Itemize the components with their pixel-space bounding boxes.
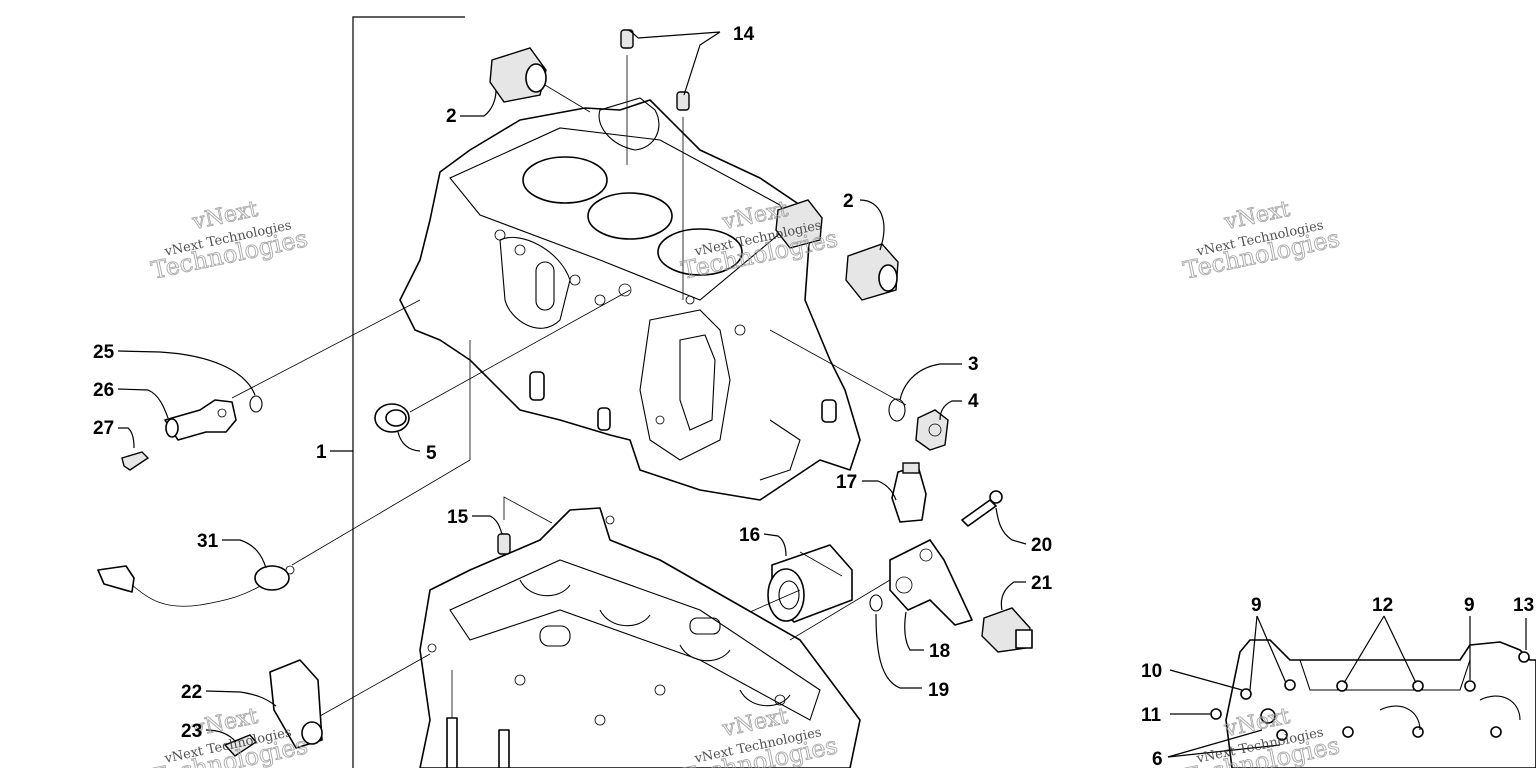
callout-c1: 1	[316, 442, 327, 463]
rubber-mount-right	[775, 199, 899, 301]
callout-c12: 12	[1372, 595, 1393, 616]
temperature-sensor	[981, 607, 1033, 653]
oil-fitting	[121, 395, 263, 471]
o-ring-upper	[888, 398, 906, 422]
callout-c27: 27	[93, 418, 114, 439]
callout-c20: 20	[1031, 535, 1052, 556]
adapter-bolt	[961, 490, 1003, 527]
callout-c9a: 9	[1251, 595, 1262, 616]
pressure-switch	[891, 462, 927, 523]
bracket-sensor	[223, 659, 323, 757]
plug	[374, 403, 410, 433]
callout-c25: 25	[93, 342, 115, 363]
callout-c5: 5	[426, 443, 437, 464]
callout-c2b: 2	[843, 191, 854, 212]
rubber-mount-left	[489, 47, 591, 113]
dowel-pins	[620, 29, 690, 300]
adapter-housing	[869, 539, 973, 626]
sensor-plug	[915, 409, 949, 451]
bolt-pattern-view	[1210, 639, 1536, 768]
callout-c17: 17	[836, 472, 857, 493]
callout-c26: 26	[93, 380, 114, 401]
oil-filter	[767, 544, 853, 623]
upper-crankcase	[399, 97, 861, 501]
callout-c31: 31	[197, 531, 219, 552]
callout-c2a: 2	[446, 106, 457, 127]
callout-c11: 11	[1141, 705, 1162, 726]
bolt-pattern-leaders	[1167, 615, 1527, 758]
callout-c19: 19	[928, 680, 949, 701]
callout-c10: 10	[1141, 661, 1162, 682]
callout-c21: 21	[1031, 573, 1053, 594]
callout-c16: 16	[739, 525, 760, 546]
callout-c4: 4	[968, 391, 979, 412]
leader-lines	[117, 29, 1027, 743]
callout-c18: 18	[929, 641, 950, 662]
callout-c3: 3	[968, 354, 979, 375]
callout-c14: 14	[733, 24, 755, 45]
lower-crankcase	[419, 496, 861, 768]
callout-c6: 6	[1152, 749, 1163, 768]
callout-c9b: 9	[1464, 595, 1475, 616]
callout-c23: 23	[181, 721, 202, 742]
knock-sensor	[97, 565, 295, 607]
callout-c13: 13	[1513, 595, 1534, 616]
assembly-bracket	[330, 16, 465, 768]
callout-c22: 22	[181, 682, 202, 703]
callout-c15: 15	[447, 507, 469, 528]
